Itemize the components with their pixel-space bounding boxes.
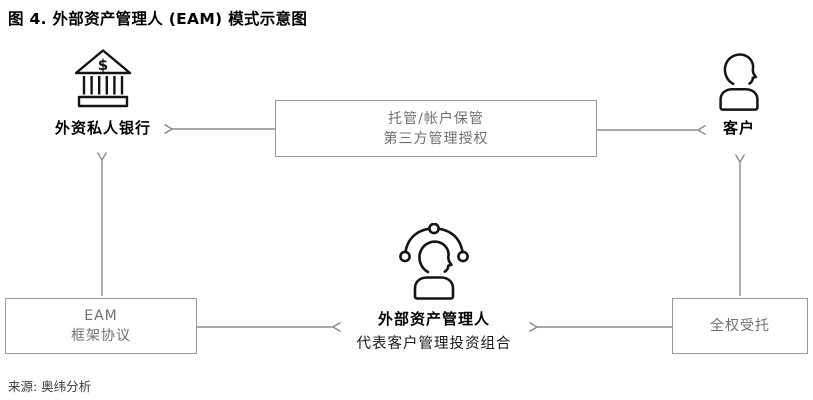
custody-box-line1: 托管/帐户保管	[388, 110, 484, 127]
person-network-icon	[399, 223, 469, 300]
eam-agreement-line2: 框架协议	[71, 328, 131, 344]
discretionary-box: 全权受托	[672, 298, 808, 354]
custody-box-line2: 第三方管理授权	[383, 130, 489, 147]
eam-manager-sublabel: 代表客户管理投资组合	[356, 336, 512, 352]
customer-label: 客户	[722, 119, 755, 137]
eam-agreement-line1: EAM	[84, 308, 118, 324]
node-eam-manager: 外部资产管理人 代表客户管理投资组合	[334, 223, 534, 353]
eam-agreement-box: EAM 框架协议	[5, 298, 197, 354]
node-bank: $ 外资私人银行	[39, 46, 167, 138]
custody-box: 托管/帐户保管 第三方管理授权	[275, 100, 597, 157]
discretionary-label: 全权受托	[710, 318, 770, 334]
figure-title: 图 4. 外部资产管理人 (EAM) 模式示意图	[8, 10, 308, 28]
person-icon	[719, 53, 759, 111]
bank-label: 外资私人银行	[54, 119, 151, 137]
source-note: 来源: 奥纬分析	[8, 379, 92, 394]
eam-manager-label: 外部资产管理人	[377, 310, 490, 328]
node-customer: 客户	[675, 50, 803, 138]
bank-icon: $	[74, 49, 132, 108]
svg-text:$: $	[98, 56, 108, 74]
